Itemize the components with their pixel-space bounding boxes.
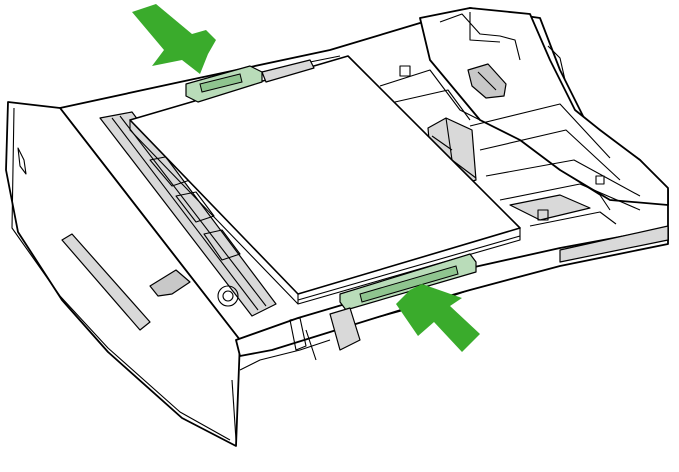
arrow-top: [132, 4, 216, 74]
paper-width-guide-front: [289, 253, 477, 361]
paper-width-guide-rear: [185, 55, 341, 103]
right-rail: [559, 225, 669, 263]
tray-back-housing: [419, 7, 669, 206]
wall-knob: [217, 285, 239, 307]
arrow-bottom: [396, 284, 480, 352]
tray-left-wall: [99, 111, 277, 317]
front-handle-slot: [61, 233, 151, 331]
